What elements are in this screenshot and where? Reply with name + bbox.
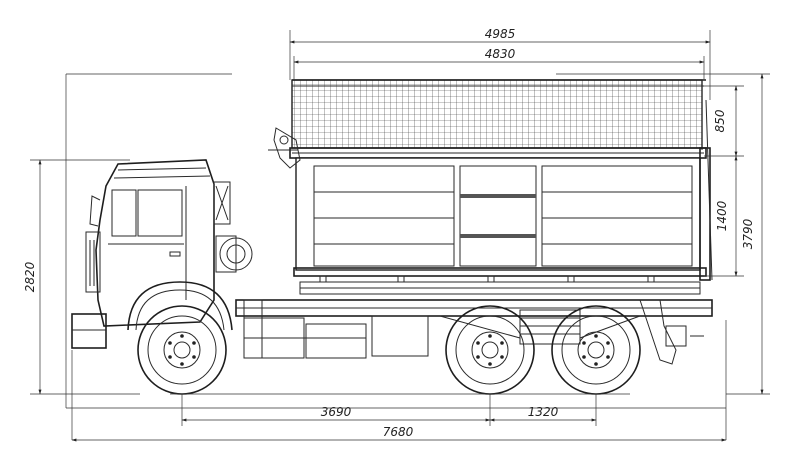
- dim-overall-height: 3790: [741, 218, 755, 249]
- side-board: [295, 157, 701, 271]
- dim-mesh-extension-height: 850: [713, 109, 727, 132]
- dimension-lines: [30, 30, 770, 442]
- front-hinge: [268, 127, 301, 169]
- dim-cab-height: 2820: [23, 261, 37, 292]
- mesh-extension: [291, 79, 703, 149]
- rear-hitch: [639, 299, 704, 365]
- front-wheel: [137, 305, 227, 395]
- dim-side-board-height: 1400: [715, 200, 729, 231]
- dim-wheelbase: 3690: [321, 405, 352, 419]
- dim-body-outer-length: 4985: [485, 27, 516, 41]
- dump-body: [268, 79, 713, 295]
- cab: [71, 159, 253, 349]
- dim-body-inner-length: 4830: [485, 47, 516, 61]
- dim-bogie-spacing: 1320: [528, 405, 559, 419]
- rear-wheel-2: [551, 305, 641, 395]
- chassis-frame: [235, 299, 713, 365]
- dim-overall-length: 7680: [383, 425, 414, 439]
- rear-wheel-1: [445, 305, 535, 395]
- rear-suspension: [439, 309, 641, 345]
